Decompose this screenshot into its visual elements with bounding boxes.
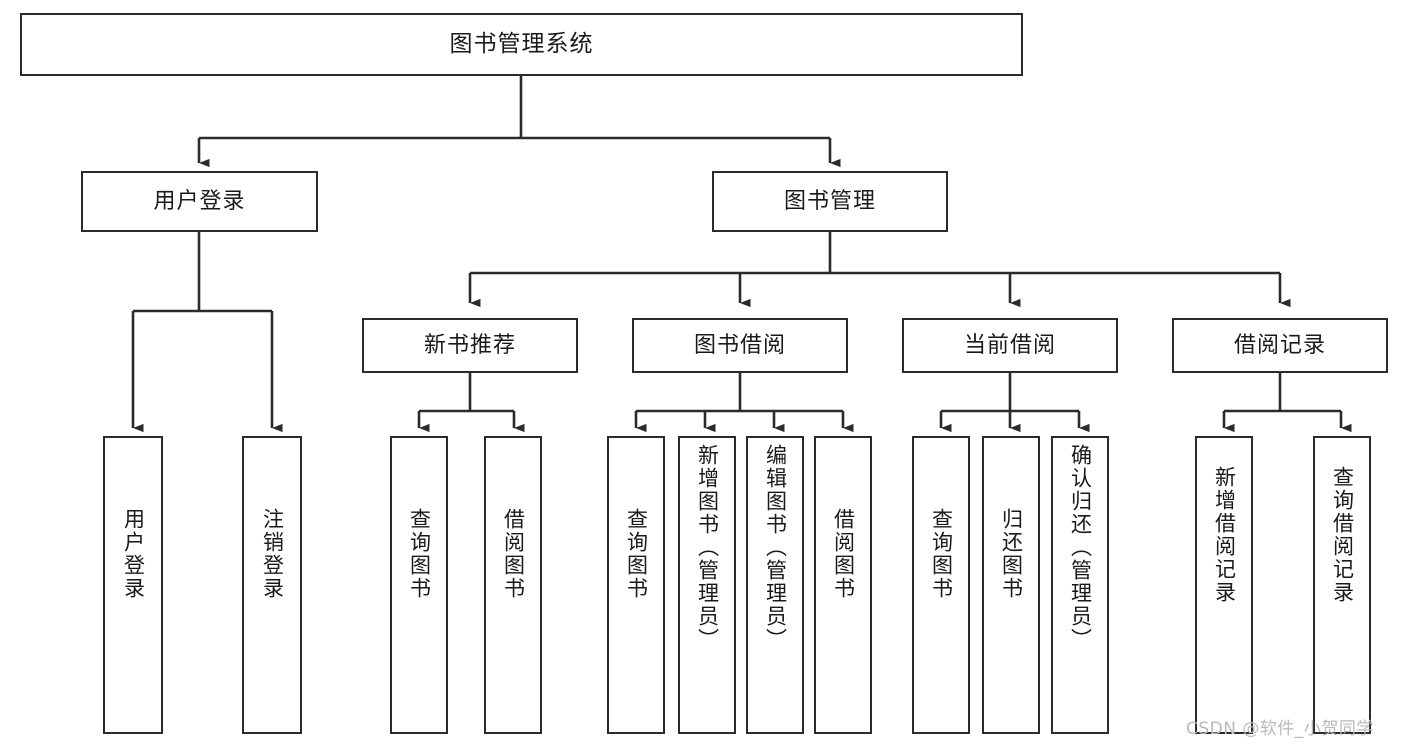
node-label: 新书推荐 xyxy=(423,332,516,358)
node-book-borrowing[interactable]: 图书借阅 xyxy=(632,318,848,373)
leaf-user-login[interactable]: 用户登录 xyxy=(103,436,163,734)
node-label: 编辑图书（管理员） xyxy=(763,444,788,651)
node-label: 用户登录 xyxy=(121,508,146,600)
leaf-query-borrow-record[interactable]: 查询借阅记录 xyxy=(1313,436,1371,734)
node-current-borrowing[interactable]: 当前借阅 xyxy=(902,318,1118,373)
node-user-login[interactable]: 用户登录 xyxy=(81,171,318,232)
node-label: 图书借阅 xyxy=(693,332,786,358)
leaf-add-borrow-record[interactable]: 新增借阅记录 xyxy=(1195,436,1253,734)
node-book-management[interactable]: 图书管理 xyxy=(712,171,948,232)
node-label: 图书管理 xyxy=(783,188,876,214)
leaf-query-book-new-book-rec[interactable]: 查询图书 xyxy=(390,436,448,734)
node-label: 借阅记录 xyxy=(1233,332,1326,358)
node-label: 新增图书（管理员） xyxy=(695,444,720,651)
leaf-borrow-book-new-book-rec[interactable]: 借阅图书 xyxy=(484,436,542,734)
node-root-book-management-system[interactable]: 图书管理系统 xyxy=(20,13,1023,76)
node-label: 当前借阅 xyxy=(963,332,1056,358)
node-label: 新增借阅记录 xyxy=(1212,466,1237,604)
node-label: 借阅图书 xyxy=(831,508,856,600)
node-label: 查询图书 xyxy=(407,508,432,600)
node-label: 图书管理系统 xyxy=(449,31,594,58)
leaf-confirm-return-admin[interactable]: 确认归还（管理员） xyxy=(1051,436,1109,734)
leaf-query-book-current-borrow[interactable]: 查询图书 xyxy=(912,436,970,734)
leaf-logout[interactable]: 注销登录 xyxy=(242,436,302,734)
node-label: 用户登录 xyxy=(153,188,246,214)
node-label: 借阅图书 xyxy=(501,508,526,600)
node-label: 归还图书 xyxy=(999,508,1024,600)
node-label: 查询图书 xyxy=(929,508,954,600)
leaf-query-book-book-borrow[interactable]: 查询图书 xyxy=(607,436,665,734)
node-label: 查询借阅记录 xyxy=(1330,466,1355,604)
leaf-borrow-book-book-borrow[interactable]: 借阅图书 xyxy=(814,436,872,734)
leaf-add-book-admin[interactable]: 新增图书（管理员） xyxy=(678,436,736,734)
leaf-edit-book-admin[interactable]: 编辑图书（管理员） xyxy=(746,436,804,734)
node-label: 查询图书 xyxy=(624,508,649,600)
node-label: 注销登录 xyxy=(260,508,285,600)
node-borrowing-record[interactable]: 借阅记录 xyxy=(1172,318,1388,373)
node-label: 确认归还（管理员） xyxy=(1068,444,1093,651)
leaf-return-book[interactable]: 归还图书 xyxy=(982,436,1040,734)
node-new-book-recommendation[interactable]: 新书推荐 xyxy=(362,318,578,373)
